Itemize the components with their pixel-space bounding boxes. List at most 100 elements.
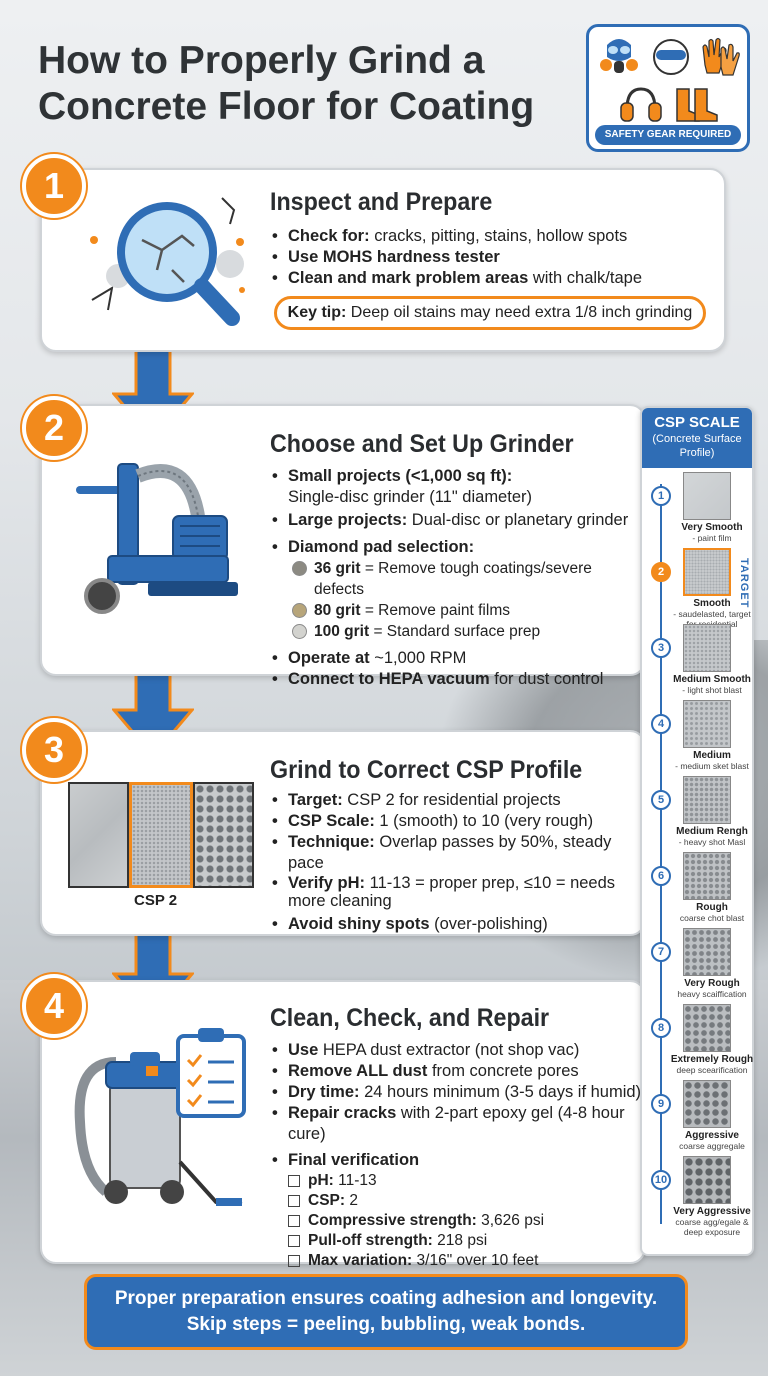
csp-scale-title: CSP SCALE [654,414,740,431]
csp-level-name: Aggressive [685,1130,739,1141]
step-heading: Clean, Check, and Repair [270,1004,550,1032]
grit-pad-icon [292,561,307,576]
bullet-list: Small projects (<1,000 sq ft):Single-dis… [272,466,644,690]
csp-level-desc: - medium sket blast [675,761,749,771]
csp-scale-subtitle: (Concrete Surface Profile) [652,433,742,459]
step-number-badge: 4 [22,974,86,1038]
csp-level-number: 7 [651,942,671,962]
checklist-item: CSP: 2 [272,1191,644,1211]
key-tip: Key tip: Deep oil stains may need extra … [274,296,706,330]
step-number-badge: 1 [22,154,86,218]
step-number-badge: 2 [22,396,86,460]
list-item: Connect to HEPA vacuum for dust control [272,669,644,690]
csp-level-name: Rough [696,902,728,913]
bullet-list: Target: CSP 2 for residential projects C… [272,790,642,935]
checklist-item: Max variation: 3/16" over 10 feet [272,1251,644,1271]
csp-scale-line [660,484,662,1224]
magnifier-icon [90,197,245,326]
footer-line-1: Proper preparation ensures coating adhes… [114,1288,658,1309]
safety-gear-panel: SAFETY GEAR REQUIRED [586,24,750,152]
csp-level-name: Medium Rengh [676,826,748,837]
footer-banner: Proper preparation ensures coating adhes… [84,1274,688,1350]
grit-pad-icon [292,603,307,618]
csp-level-number: 8 [651,1018,671,1038]
list-item: Dry time: 24 hours minimum (3-5 days if … [272,1082,644,1103]
ear-muffs-icon [620,87,662,122]
step-number-badge: 3 [22,718,86,782]
grit-row: 36 grit = Remove tough coatings/severe d… [272,558,644,600]
csp-level-number: 10 [651,1170,671,1190]
csp-level-number: 6 [651,866,671,886]
csp-comparison-image [68,782,254,888]
bullet-list: Use HEPA dust extractor (not shop vac) R… [272,1040,644,1271]
csp-image-label: CSP 2 [134,892,178,909]
bullet-list: Check for: cracks, pitting, stains, holl… [272,226,642,289]
clipboard-checklist-icon [176,1028,246,1118]
csp-texture-swatch [683,928,731,976]
list-item: Large projects: Dual-disc or planetary g… [272,510,644,531]
dust-extractor-icon [74,1052,243,1206]
csp-level-desc: deep scearification [676,1065,748,1075]
grit-row: 80 grit = Remove paint films [272,600,644,621]
csp-level-desc: coarse chot blast [679,913,745,923]
csp-texture-swatch [683,852,731,900]
floor-grinder-icon [76,463,238,614]
checkbox-icon [288,1215,300,1227]
list-item: CSP Scale: 1 (smooth) to 10 (very rough) [272,811,642,832]
csp-texture-swatch [683,1004,731,1052]
csp-scale-header: CSP SCALE (Concrete Surface Profile) [642,408,752,468]
checklist-item: pH: 11-13 [272,1171,644,1191]
list-item: Final verification [272,1150,644,1171]
step-2-card: Choose and Set Up Grinder Small projects… [40,404,646,690]
csp-level-desc: - paint film [692,533,732,543]
step-3-card: CSP 2 Grind to Correct CSP Profile Targe… [40,730,646,936]
csp-texture-swatch [683,1156,731,1204]
csp-level-desc: heavy scaiffication [677,989,747,999]
csp-scale-panel: CSP SCALE (Concrete Surface Profile) TAR… [640,406,754,1256]
csp-level-name: Very Rough [684,978,740,989]
csp-level-number: 5 [651,790,671,810]
list-item: Avoid shiny spots (over-polishing) [272,914,642,935]
list-item: Operate at ~1,000 RPM [272,648,644,669]
csp-level-number: 3 [651,638,671,658]
csp-level-name: Smooth [693,598,731,609]
list-item: Use HEPA dust extractor (not shop vac) [272,1040,644,1061]
grit-row: 100 grit = Standard surface prep [272,621,644,642]
respirator-icon [600,39,638,73]
csp-texture-swatch [683,548,731,596]
page-title: How to Properly Grind a Concrete Floor f… [38,39,535,128]
list-item: Remove ALL dust from concrete pores [272,1061,644,1082]
csp-level-name: Very Aggressive [673,1206,751,1217]
list-item: Repair cracks with 2-part epoxy gel (4-8… [272,1103,644,1145]
list-item: Clean and mark problem areas with chalk/… [272,268,642,289]
list-item: Verify pH: 11-13 = proper prep, ≤10 = ne… [272,874,642,910]
csp-level-desc: - heavy shot Masl [678,837,746,847]
csp-level-desc: - light shot blast [682,685,742,695]
csp-texture-swatch [683,624,731,672]
goggles-icon [653,39,689,75]
checklist-item: Compressive strength: 3,626 psi [272,1211,644,1231]
list-item: Diamond pad selection: [272,537,644,558]
target-label: TARGET [738,558,750,609]
checkbox-icon [288,1235,300,1247]
checkbox-icon [288,1255,300,1267]
list-item: Check for: cracks, pitting, stains, holl… [272,226,642,247]
safety-gear-label: SAFETY GEAR REQUIRED [595,125,741,145]
csp-texture-swatch [683,700,731,748]
csp-level-name: Extremely Rough [670,1054,754,1065]
csp-texture-swatch [683,472,731,520]
csp-level-number: 9 [651,1094,671,1114]
step-heading: Inspect and Prepare [270,188,493,216]
step-1-card: Inspect and Prepare Check for: cracks, p… [40,168,726,352]
csp-level-desc: coarse aggregale [679,1141,745,1151]
csp-texture-swatch [683,1080,731,1128]
step-heading: Choose and Set Up Grinder [270,430,574,458]
csp-level-name: Medium [693,750,731,761]
step-4-card: Clean, Check, and Repair Use HEPA dust e… [40,980,646,1269]
list-item: Technique: Overlap passes by 50%, steady… [272,832,642,874]
csp-level-desc: coarse agg/egale & deep exposure [675,1217,749,1237]
checkbox-icon [288,1195,300,1207]
csp-level-name: Medium Smooth [673,674,751,685]
checkbox-icon [288,1175,300,1187]
csp-level-number: 2 [651,562,671,582]
